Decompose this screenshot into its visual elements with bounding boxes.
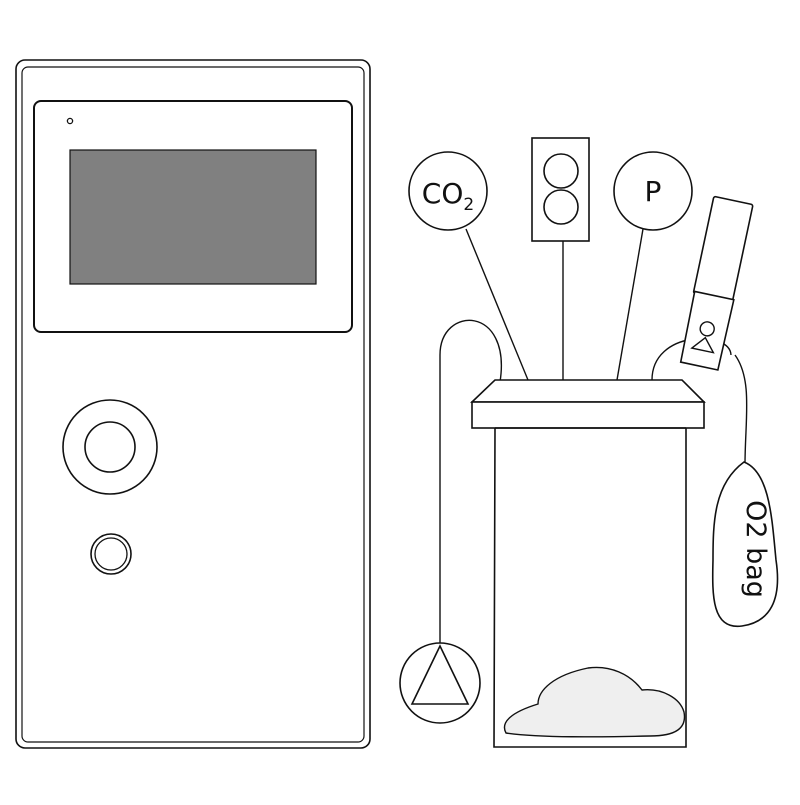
pump-tube bbox=[439, 319, 503, 645]
pump-icon bbox=[399, 642, 481, 724]
o2-bag-outline bbox=[711, 461, 779, 627]
o2-bag-label: O2 bag bbox=[740, 500, 771, 598]
jar-body bbox=[493, 427, 687, 748]
indicator-light bbox=[66, 117, 74, 125]
co2-subscript: 2 bbox=[463, 195, 474, 215]
o2-tube-lower bbox=[734, 354, 748, 466]
co2-wire bbox=[465, 228, 529, 381]
jar-lid-top bbox=[470, 379, 706, 403]
jar-lid bbox=[471, 401, 705, 429]
device-inner-border bbox=[21, 66, 365, 743]
main-dial[interactable] bbox=[62, 399, 158, 495]
pressure-sensor: P bbox=[613, 151, 693, 231]
sample-jar bbox=[470, 379, 706, 748]
soil-sample bbox=[503, 666, 686, 738]
power-button[interactable] bbox=[90, 533, 132, 575]
oxygen-sensor-icon bbox=[679, 195, 754, 371]
svg-text:CO2: CO2 bbox=[422, 177, 474, 215]
measurement-device bbox=[15, 59, 371, 749]
co2-label: CO bbox=[422, 177, 464, 210]
humidity-temperature-sensor-icon bbox=[531, 137, 590, 242]
o2-bag: O2 bag bbox=[711, 461, 779, 627]
display-screen bbox=[69, 149, 317, 285]
co2-sensor: CO2 bbox=[408, 151, 488, 231]
pressure-label: P bbox=[645, 175, 662, 208]
pressure-wire bbox=[616, 228, 644, 381]
